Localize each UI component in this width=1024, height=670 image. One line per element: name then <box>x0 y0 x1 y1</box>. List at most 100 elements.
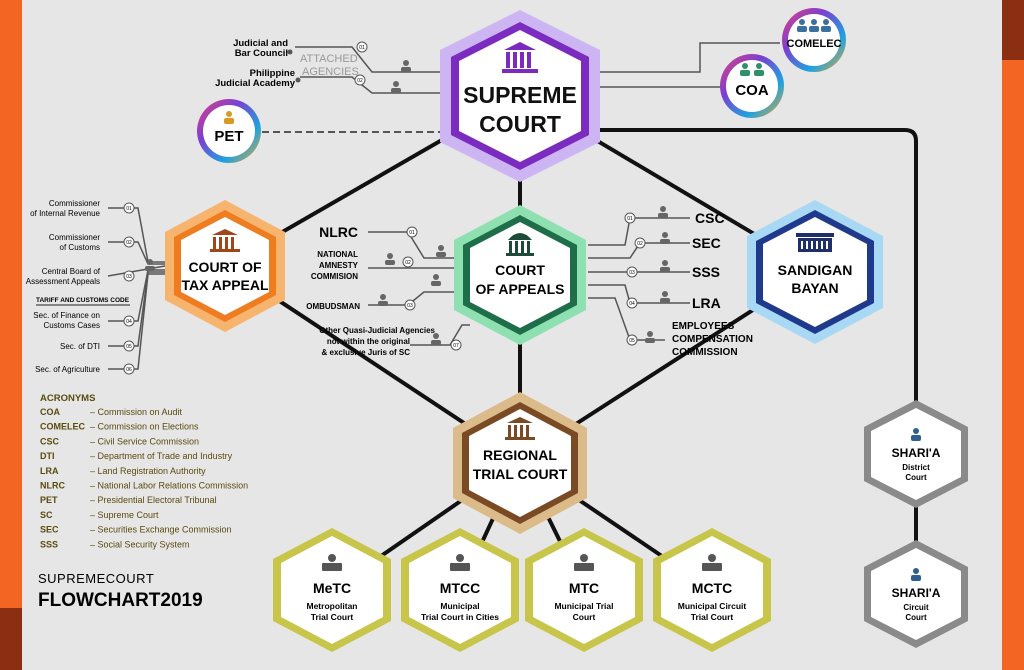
acronym-value: – Civil Service Commission <box>90 436 199 446</box>
coa-node: COA <box>720 54 784 118</box>
supreme-court-hex <box>459 30 581 162</box>
sharia-district-node: SHARI'A District Court <box>864 400 968 508</box>
acronym-key: COMELEC <box>40 422 86 432</box>
mtcc-node: MTCC Municipal Trial Court in Cities <box>401 528 519 652</box>
appeals-right-05-line2: COMPENSATION <box>672 334 753 345</box>
acronym-value: – Land Registration Authority <box>90 466 206 476</box>
comelec-label: COMELEC <box>787 38 842 50</box>
svg-text:02: 02 <box>405 260 411 266</box>
num-badges <box>624 212 646 346</box>
mtcc-sub1: Municipal <box>440 601 479 611</box>
rtc-title-line2: TRIAL COURT <box>473 466 568 482</box>
supreme-court-title-line2: COURT <box>479 111 561 137</box>
regional-trial-court-node: REGIONAL TRIAL COURT <box>453 392 587 534</box>
comelec-node: COMELEC <box>782 8 846 72</box>
num-badges <box>123 202 135 375</box>
svg-text:01: 01 <box>409 230 415 236</box>
sharia-circuit-node: SHARI'A Circuit Court <box>864 540 968 648</box>
connector-tax-02 <box>108 241 165 265</box>
num-badge-labels: 01 02 03 07 <box>405 230 459 349</box>
person-icon <box>224 111 234 124</box>
svg-text:02: 02 <box>126 240 132 246</box>
tax-agency-02-line2: of Customs <box>60 243 100 252</box>
judge-icon <box>702 554 722 571</box>
connector-sc-sharia <box>590 128 918 455</box>
sandiganbayan-title-line2: BAYAN <box>791 280 838 296</box>
svg-text:05: 05 <box>126 344 132 350</box>
acronym-key: LRA <box>40 466 59 476</box>
appeals-right-05-line3: COMMISSION <box>672 347 738 358</box>
acronym-key: SC <box>40 510 53 520</box>
svg-text:03: 03 <box>126 274 132 280</box>
person-icon <box>911 568 921 581</box>
acronym-value: – Commission on Audit <box>90 407 183 417</box>
connector-tax-05 <box>108 271 165 347</box>
num-badge-label: 02 <box>357 78 363 84</box>
mctc-title: MCTC <box>692 580 732 596</box>
acronym-key: DTI <box>40 451 55 461</box>
mctc-node: MCTC Municipal Circuit Trial Court <box>653 528 771 652</box>
svg-text:06: 06 <box>126 367 132 373</box>
tax-agency-01-line2: of Internal Revenue <box>30 209 100 218</box>
tax-agency-06: Sec. of Agriculture <box>35 365 100 374</box>
acronym-value: – Presidential Electoral Tribunal <box>90 495 217 505</box>
appeals-right-agencies: CSC SEC SSS LRA EMPLOYEES COMPENSATION C… <box>624 206 753 358</box>
footer-line2: FLOWCHART2019 <box>38 590 203 611</box>
appeals-left-agencies: NLRC NATIONAL AMNESTY COMMISION OMBUDSMA… <box>306 224 462 357</box>
acronym-key: CSC <box>40 436 60 446</box>
svg-text:05: 05 <box>629 338 635 344</box>
acronym-value: – Commission on Elections <box>90 422 199 432</box>
mtc-sub2: Court <box>573 612 596 622</box>
acronym-value: – Department of Trade and Industry <box>90 451 233 461</box>
attached-agencies: Judicial and Bar Council Philippine Judi… <box>215 38 411 93</box>
num-badge <box>356 41 368 53</box>
footer-line1: SUPREMECOURT <box>38 571 154 586</box>
acronym-value: – Supreme Court <box>90 510 159 520</box>
svg-text:04: 04 <box>629 301 635 307</box>
tax-agencies-list: Commissioner of Internal Revenue Commiss… <box>26 199 155 375</box>
supreme-court-title-line1: SUPREME <box>463 82 577 108</box>
mtcc-title: MTCC <box>440 580 480 596</box>
tariff-label: TARIFF AND CUSTOMS CODE <box>36 297 130 304</box>
building-columns-icon <box>502 42 538 73</box>
num-badge-labels: 01 02 03 04 05 06 <box>126 206 132 373</box>
sandiganbayan-title-line1: SANDIGAN <box>778 262 853 278</box>
acronyms-legend: ACRONYMS COA– Commission on AuditCOMELEC… <box>40 393 248 549</box>
svg-text:01: 01 <box>627 216 633 222</box>
num-badges <box>402 226 462 351</box>
metc-sub2: Trial Court <box>311 612 354 622</box>
left-side-bar <box>0 0 22 670</box>
appeals-left-02-line3: COMMISION <box>311 272 358 281</box>
appeals-left-01: NLRC <box>319 224 358 240</box>
mctc-sub1: Municipal Circuit <box>678 601 747 611</box>
attached-caption-line2: AGENCIES <box>302 66 359 78</box>
connector-comelec <box>590 42 780 73</box>
tax-agency-01-line1: Commissioner <box>49 199 100 208</box>
acronym-key: COA <box>40 407 61 417</box>
svg-text:03: 03 <box>629 270 635 276</box>
sharia-circuit-sub2: Court <box>905 613 927 622</box>
acronym-value: – National Labor Relations Commission <box>90 481 248 491</box>
acronym-key: PET <box>40 495 58 505</box>
group-icon <box>797 19 831 32</box>
num-badge-label: 01 <box>359 45 365 51</box>
pair-icon <box>740 63 764 76</box>
court-of-appeals-node: COURT OF APPEALS <box>454 205 586 345</box>
building-columns-icon <box>210 229 240 252</box>
person-seated-icon <box>645 206 670 343</box>
person-icon <box>911 428 921 441</box>
tax-agency-03-line1: Central Board of <box>42 267 101 276</box>
connector-tax-04 <box>108 269 165 322</box>
government-building-icon <box>796 233 834 252</box>
attached-pja-line1: Philippine <box>250 68 295 79</box>
tax-appeal-node: COURT OF TAX APPEAL <box>165 200 285 332</box>
num-badge-labels: 01 02 03 04 05 <box>627 216 643 344</box>
right-side-bar <box>1002 0 1024 670</box>
judge-icon <box>450 554 470 571</box>
tax-agency-04-line1: Sec. of Finance on <box>33 311 100 320</box>
judge-icon <box>322 554 342 571</box>
appeals-left-02-line2: AMNESTY <box>319 261 359 270</box>
connector-ca-left-01 <box>368 231 465 259</box>
